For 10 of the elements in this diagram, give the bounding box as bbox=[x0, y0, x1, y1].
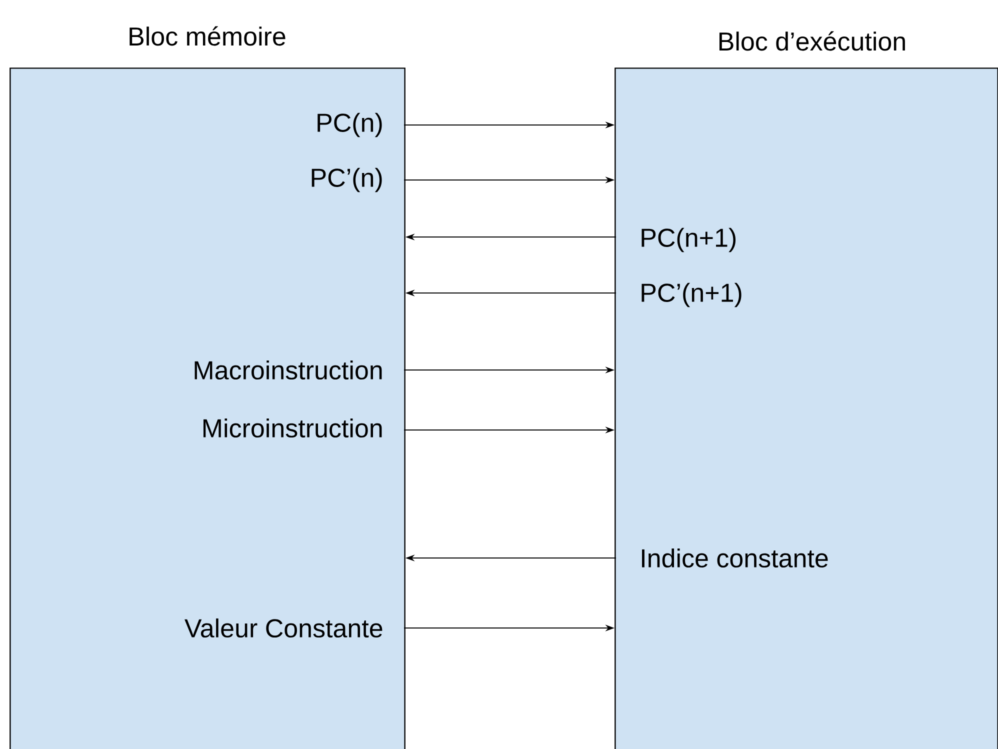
signal-label: PC(n+1) bbox=[642, 228, 736, 252]
node-label: Bloc d’exécution bbox=[719, 31, 905, 51]
signal-label: Indice constante bbox=[642, 548, 828, 568]
signal-label: Valeur Constante bbox=[184, 618, 382, 638]
signal-label: Microinstruction bbox=[203, 418, 382, 438]
signal-label: PC(n) bbox=[318, 112, 382, 138]
signal-label: PC’(n) bbox=[312, 168, 382, 192]
signal-label: PC’(n+1) bbox=[642, 282, 742, 308]
node-label: Bloc mémoire bbox=[130, 26, 286, 46]
signal-label: Macroinstruction bbox=[194, 360, 382, 380]
